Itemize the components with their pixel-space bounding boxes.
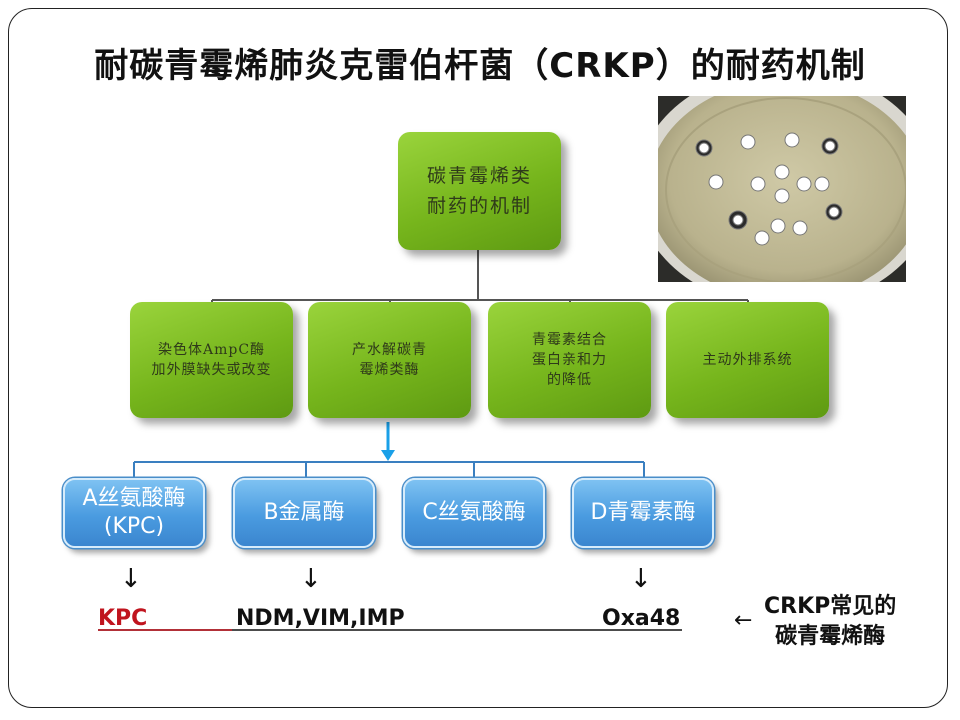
note-line2: 碳青霉烯酶 — [775, 624, 886, 649]
enzyme-class-label: C丝氨酸酶 — [422, 500, 526, 525]
mechanism-label: 主动外排系统 — [702, 352, 793, 368]
enzyme-oxa: Oxa48 — [602, 606, 681, 631]
down-arrow-icon: ↓ — [120, 564, 142, 594]
enzyme-class-a-box: A丝氨酸酶 (KPC) — [63, 478, 205, 548]
highlight-down-arrow — [381, 422, 395, 461]
mechanism-box-efflux: 主动外排系统 — [666, 302, 829, 418]
root-mechanism-box: 碳青霉烯类 耐药的机制 — [398, 132, 561, 250]
enzyme-class-d-box: D青霉素酶 — [572, 478, 714, 548]
mechanism-label: 霉烯类酶 — [359, 362, 420, 378]
root-label-line1: 碳青霉烯类 — [426, 165, 532, 187]
enzyme-class-c-box: C丝氨酸酶 — [403, 478, 545, 548]
enzyme-metallo: NDM,VIM,IMP — [236, 606, 405, 631]
common-carbapenemase-note: CRKP常见的 碳青霉烯酶 — [764, 592, 896, 652]
mechanism-box-carbapenemase: 产水解碳青 霉烯类酶 — [308, 302, 471, 418]
down-arrow-icon: ↓ — [300, 564, 322, 594]
mechanism-label: 加外膜缺失或改变 — [151, 362, 272, 378]
petri-dish-image — [658, 96, 906, 282]
root-label-line2: 耐药的机制 — [426, 195, 532, 217]
enzyme-kpc: KPC — [98, 606, 148, 631]
enzyme-class-label: A丝氨酸酶 — [82, 486, 186, 511]
slide-title: 耐碳青霉烯肺炎克雷伯杆菌（CRKP）的耐药机制 — [94, 46, 866, 86]
mechanism-label: 青霉素结合 — [532, 332, 607, 348]
mechanism-box-ampc: 染色体AmpC酶 加外膜缺失或改变 — [130, 302, 293, 418]
mechanism-label: 蛋白亲和力 — [532, 352, 607, 368]
down-arrow-icon: ↓ — [630, 564, 652, 594]
enzyme-class-label: (KPC) — [103, 514, 165, 539]
mechanism-label: 的降低 — [547, 372, 592, 388]
mechanism-box-pbp: 青霉素结合 蛋白亲和力 的降低 — [488, 302, 651, 418]
mechanism-label: 产水解碳青 — [352, 342, 427, 358]
enzyme-class-b-box: B金属酶 — [233, 478, 375, 548]
note-line1: CRKP常见的 — [764, 594, 897, 619]
enzyme-class-label: D青霉素酶 — [590, 500, 696, 525]
left-arrow-icon: ← — [734, 608, 753, 633]
mechanism-label: 染色体AmpC酶 — [157, 342, 266, 358]
enzyme-class-label: B金属酶 — [263, 500, 345, 525]
